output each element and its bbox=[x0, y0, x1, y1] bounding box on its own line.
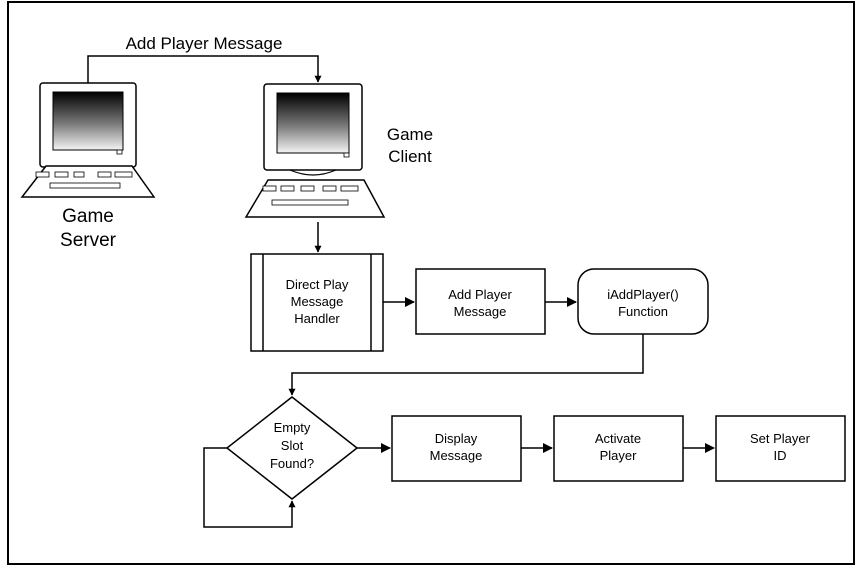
decision-label-line3: Found? bbox=[270, 456, 314, 471]
decision-label-line1: Empty bbox=[274, 420, 311, 435]
function-label-line2: Function bbox=[618, 304, 668, 319]
empty-slot-decision-diamond bbox=[225, 396, 359, 500]
add-player-label-line2: Message bbox=[454, 304, 507, 319]
decision-loop-back-connector bbox=[203, 447, 296, 528]
add-player-message-box bbox=[415, 268, 546, 335]
activate-player-box bbox=[553, 415, 684, 482]
game-client-label-line2: Client bbox=[388, 147, 432, 166]
set-id-label-line2: ID bbox=[774, 448, 787, 463]
top-message-label: Add Player Message bbox=[126, 34, 283, 53]
function-to-decision-connector bbox=[288, 334, 644, 396]
display-message-box bbox=[391, 415, 522, 482]
diagram-frame bbox=[7, 1, 855, 565]
handler-label-line3: Handler bbox=[294, 311, 340, 326]
display-label-line2: Message bbox=[430, 448, 483, 463]
add-player-label-line1: Add Player bbox=[448, 287, 512, 302]
handler-label-line1: Direct Play bbox=[286, 277, 349, 292]
handler-label-line2: Message bbox=[291, 294, 344, 309]
game-server-computer-icon bbox=[20, 82, 156, 198]
game-client-label-line1: Game bbox=[387, 125, 433, 144]
function-label-line1: iAddPlayer() bbox=[607, 287, 679, 302]
message-handler-box bbox=[250, 253, 384, 352]
set-player-id-box bbox=[715, 415, 846, 482]
game-client-computer-icon bbox=[244, 83, 386, 218]
activate-label-line2: Player bbox=[600, 448, 638, 463]
game-server-label-line2: Server bbox=[60, 230, 117, 251]
activate-label-line1: Activate bbox=[595, 431, 641, 446]
display-label-line1: Display bbox=[435, 431, 478, 446]
decision-label-line2: Slot bbox=[281, 438, 304, 453]
set-id-label-line1: Set Player bbox=[750, 431, 811, 446]
add-player-message-connector bbox=[87, 55, 322, 84]
game-server-label-line1: Game bbox=[62, 206, 114, 227]
